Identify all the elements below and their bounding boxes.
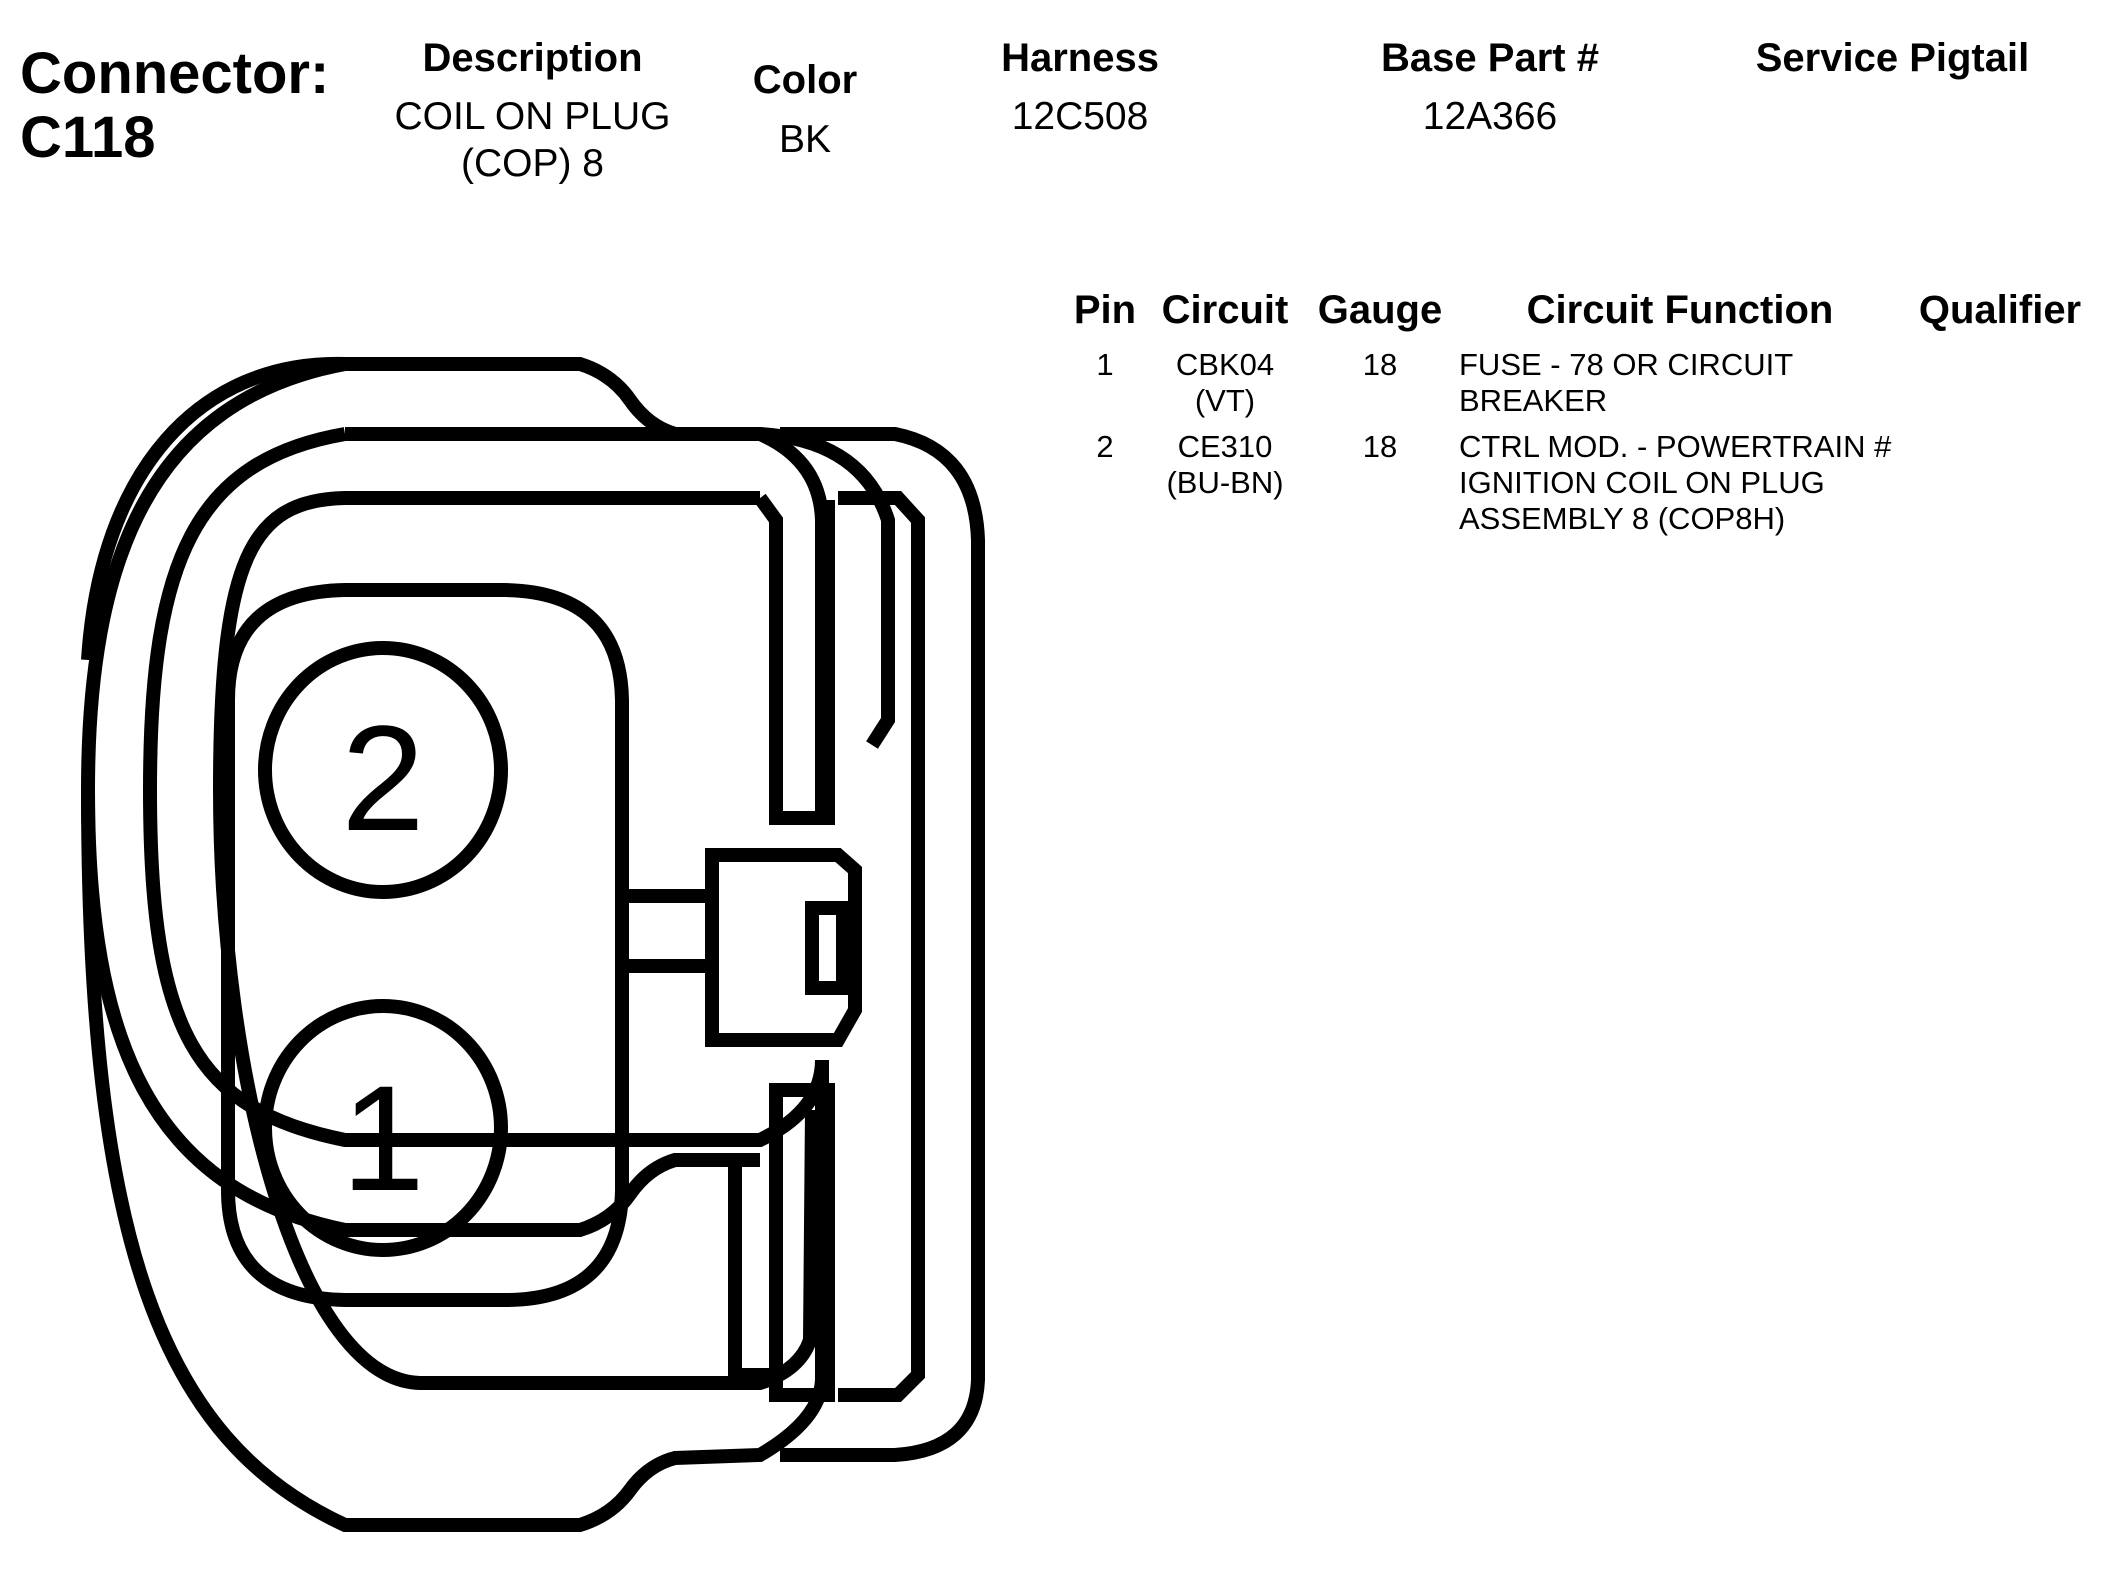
gauge-cell: 18 — [1362, 347, 1398, 382]
gauge-cell: 18 — [1362, 429, 1398, 464]
column-header-gauge: Gauge — [1317, 288, 1443, 332]
service-pigtail-label: Service Pigtail — [1755, 36, 2030, 80]
harness-label: Harness — [1001, 36, 1159, 80]
circuit-cell: CE310 (BU-BN) — [1150, 429, 1300, 501]
base-part-label: Base Part # — [1381, 36, 1599, 80]
circuit-color: (BU-BN) — [1166, 465, 1284, 500]
color-value: BK — [778, 118, 832, 161]
column-header-circuit: Circuit — [1161, 288, 1289, 332]
harness-value: 12C508 — [1011, 95, 1149, 138]
pin-cavity — [221, 583, 629, 1307]
latch-stem — [622, 889, 712, 973]
connector-id: C118 — [20, 105, 156, 170]
circuit-color: (VT) — [1194, 383, 1256, 418]
column-header-circuit-function: Circuit Function — [1526, 288, 1834, 332]
circuit-function-line: IGNITION COIL ON PLUG — [1459, 465, 1825, 500]
description-line-2: (COP) 8 — [460, 142, 604, 185]
circuit-function-line: FUSE - 78 OR CIRCUIT — [1459, 347, 1794, 382]
connector-label: Connector: — [20, 41, 330, 106]
circuit-function-cell: FUSE - 78 OR CIRCUIT BREAKER — [1459, 347, 1899, 419]
outer-bottom-sweep — [81, 789, 829, 1532]
right-inner-wall — [838, 491, 925, 1402]
pin-2-circle — [258, 641, 508, 899]
inner-body — [212, 491, 819, 1390]
pin-1-label: 1 — [341, 1054, 424, 1222]
inner-cavity-wall — [754, 493, 835, 825]
circuit-function-line: ASSEMBLY 8 (COP8H) — [1459, 501, 1786, 536]
column-header-qualifier: Qualifier — [1918, 288, 2082, 332]
circuit-function-line: BREAKER — [1459, 383, 1608, 418]
pin-cell: 2 — [1096, 429, 1114, 464]
outer-top-sweep — [81, 356, 346, 661]
connector-face-diagram: 2 1 — [80, 356, 985, 1532]
description-line-1: COIL ON PLUG — [394, 95, 671, 138]
circuit-code: CE310 — [1177, 429, 1273, 464]
description-label: Description — [422, 36, 643, 80]
circuit-function-cell: CTRL MOD. - POWERTRAIN # IGNITION COIL O… — [1459, 429, 1899, 537]
pin-1-circle — [258, 999, 508, 1257]
pin-2-label: 2 — [341, 694, 424, 862]
color-label: Color — [752, 58, 858, 102]
description-value: COIL ON PLUG (COP) 8 — [360, 93, 705, 187]
base-part-value: 12A366 — [1422, 95, 1558, 138]
column-header-pin: Pin — [1073, 288, 1137, 332]
inner-cavity-wall-lower — [769, 1083, 835, 1402]
circuit-code: CBK04 — [1175, 347, 1275, 382]
circuit-cell: CBK04 (VT) — [1150, 347, 1300, 419]
circuit-function-line: CTRL MOD. - POWERTRAIN # — [1459, 429, 1892, 464]
pin-cell: 1 — [1096, 347, 1114, 382]
latch-body — [705, 848, 862, 1047]
right-outer-wall — [780, 427, 985, 1462]
lower-flange — [700, 1153, 776, 1382]
latch-window — [805, 901, 850, 995]
connector-title: Connector: C118 — [20, 42, 329, 170]
